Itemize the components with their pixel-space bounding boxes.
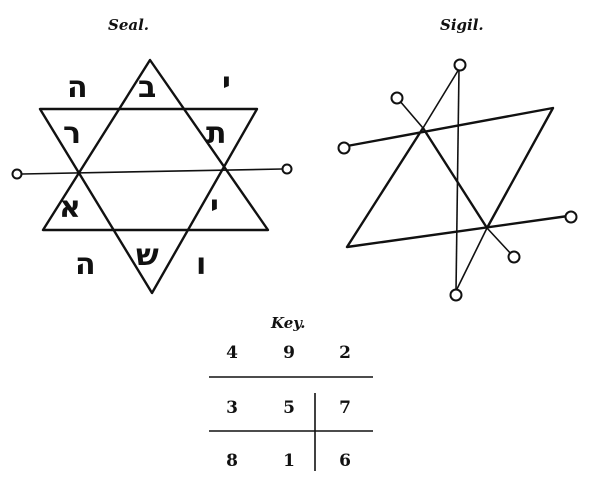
key-cell-r2c3: 7 [339,398,351,418]
sigil-circle-right [566,212,577,223]
seal-horizontal-rod [22,169,282,174]
key-cell-r3c1: 8 [226,451,238,471]
seal-letter-bottom-center: ש [136,238,159,273]
sigil: Sigil. [339,16,577,301]
key-cell-r3c2: 1 [283,451,295,471]
key-cell-r2c2: 5 [283,398,295,418]
sigil-circle-bottom [451,290,462,301]
sigil-circle-top [455,60,466,71]
seal-letter-bottom-right: ו [196,247,206,282]
sigil-circle-upper-left [392,93,403,104]
key-label: Key. [270,314,305,332]
seal-letter-mid-left: ר [63,116,81,151]
seal-letter-bottom-left: ה [75,247,96,282]
key-cell-r1c1: 4 [226,343,238,363]
seal-letter-top-center: ב [138,70,156,105]
seal-letter-top-left: ה [67,70,88,105]
seal-letter-lower-right: י [210,189,219,224]
seal-label: Seal. [108,16,149,34]
key: Key. 4 9 2 3 5 7 8 1 6 [209,314,373,471]
key-cell-r1c2: 9 [283,343,295,363]
seal: Seal. ה ב י ר ת א י ה ש ו [13,16,292,293]
seal-letter-mid-right: ת [206,116,227,151]
sigil-label: Sigil. [440,16,484,34]
seal-rod-left-circle [13,170,22,179]
seal-letter-top-right: י [222,66,231,101]
key-cell-r1c3: 2 [339,343,351,363]
key-cell-r2c1: 3 [226,398,238,418]
seal-letter-lower-left: א [59,190,81,225]
sigil-circle-left [339,143,350,154]
key-cell-r3c3: 6 [339,451,351,471]
seal-rod-right-circle [283,165,292,174]
sigil-circle-lower-right [509,252,520,263]
